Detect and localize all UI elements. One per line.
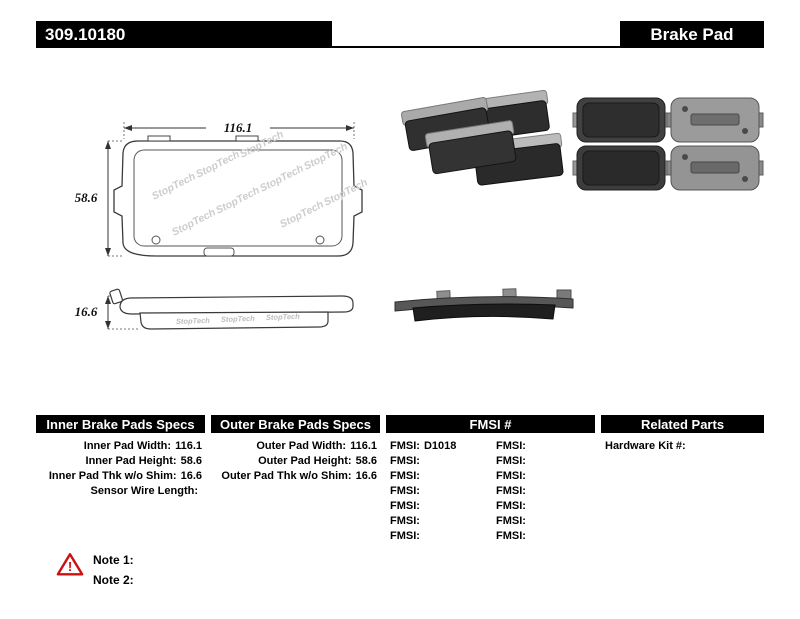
spec-value: 16.6 xyxy=(355,470,377,482)
spec-row: Inner Pad Thk w/o Shim:16.6 xyxy=(36,469,202,484)
fmsi-label: FMSI: xyxy=(496,515,526,527)
page-title: Brake Pad xyxy=(620,21,764,48)
pad-edge-drawing: StopTech StopTech StopTech xyxy=(109,288,354,330)
spec-label: Inner Pad Width: xyxy=(83,440,172,452)
width-dimension: 116.1 xyxy=(123,120,355,139)
fmsi-label: FMSI: xyxy=(496,470,526,482)
spec-row: Inner Pad Height:58.6 xyxy=(36,454,202,469)
inner-specs-header: Inner Brake Pads Specs xyxy=(36,415,205,433)
fmsi-row: FMSI: xyxy=(496,499,530,514)
brake-pad-technical-drawing: 116.1 58.6 StopTech StopTech StopTech St… xyxy=(75,120,370,330)
spec-label: Inner Pad Thk w/o Shim: xyxy=(48,470,177,482)
part-number: 309.10180 xyxy=(36,21,332,48)
spec-row: Outer Pad Width:116.1 xyxy=(211,439,377,454)
spec-value: 116.1 xyxy=(350,440,377,452)
fmsi-row: FMSI: xyxy=(390,529,456,544)
inner-specs-list: Inner Pad Width:116.1 Inner Pad Height:5… xyxy=(36,439,202,499)
outer-specs-header: Outer Brake Pads Specs xyxy=(211,415,380,433)
fmsi-label: FMSI: xyxy=(496,500,526,512)
fmsi-label: FMSI: xyxy=(390,440,420,452)
fmsi-row: FMSI: xyxy=(390,499,456,514)
fmsi-row: FMSI: xyxy=(496,514,530,529)
spec-row: Sensor Wire Length: xyxy=(36,484,202,499)
spec-row: Outer Pad Thk w/o Shim:16.6 xyxy=(211,469,377,484)
spec-row: Outer Pad Height:58.6 xyxy=(211,454,377,469)
warning-exclamation: ! xyxy=(68,559,72,574)
fmsi-list-1: FMSI:D1018 FMSI: FMSI: FMSI: FMSI: FMSI:… xyxy=(390,439,456,544)
photo-pads-face xyxy=(572,97,764,191)
stoptech-watermark: StopTech xyxy=(176,316,211,326)
fmsi-list-2: FMSI: FMSI: FMSI: FMSI: FMSI: FMSI: FMSI… xyxy=(496,439,530,544)
related-label: Hardware Kit #: xyxy=(605,440,686,452)
fmsi-label: FMSI: xyxy=(390,470,420,482)
stoptech-watermark: StopTech xyxy=(221,314,256,324)
fmsi-label: FMSI: xyxy=(390,455,420,467)
note-2-label: Note 2: xyxy=(93,573,134,587)
fmsi-row: FMSI: xyxy=(496,529,530,544)
pad-face-drawing: StopTech StopTech StopTech StopTech Stop… xyxy=(113,128,370,257)
fmsi-label: FMSI: xyxy=(390,485,420,497)
fmsi-row: FMSI: xyxy=(496,469,530,484)
fmsi-row: FMSI: xyxy=(390,454,456,469)
fmsi-label: FMSI: xyxy=(496,440,526,452)
fmsi-label: FMSI: xyxy=(496,455,526,467)
note-1-label: Note 1: xyxy=(93,553,134,567)
spec-label: Sensor Wire Length: xyxy=(90,485,198,497)
spec-label: Outer Pad Height: xyxy=(258,455,352,467)
height-dimension: 58.6 xyxy=(75,140,122,257)
photo-pad-edge xyxy=(394,288,574,322)
related-parts-list: Hardware Kit #: xyxy=(605,439,690,454)
fmsi-value: D1018 xyxy=(423,440,457,452)
fmsi-row: FMSI: xyxy=(496,484,530,499)
fmsi-label: FMSI: xyxy=(496,485,526,497)
thickness-dim-label: 16.6 xyxy=(75,304,98,319)
spec-value: 116.1 xyxy=(175,440,202,452)
spec-label: Outer Pad Width: xyxy=(256,440,347,452)
fmsi-row: FMSI: xyxy=(390,484,456,499)
spec-label: Inner Pad Height: xyxy=(85,455,177,467)
fmsi-row: FMSI: xyxy=(390,469,456,484)
fmsi-label: FMSI: xyxy=(390,515,420,527)
spec-value: 16.6 xyxy=(180,470,202,482)
fmsi-row: FMSI: xyxy=(496,439,530,454)
header-rule xyxy=(36,46,764,48)
fmsi-label: FMSI: xyxy=(496,530,526,542)
fmsi-label: FMSI: xyxy=(390,500,420,512)
product-photos xyxy=(394,89,764,322)
height-dim-label: 58.6 xyxy=(75,190,98,205)
spec-value: 58.6 xyxy=(355,455,377,467)
stoptech-watermark: StopTech xyxy=(266,312,301,322)
spec-label: Outer Pad Thk w/o Shim: xyxy=(221,470,352,482)
outer-specs-list: Outer Pad Width:116.1 Outer Pad Height:5… xyxy=(211,439,377,484)
warning-triangle-icon: ! xyxy=(56,553,84,576)
fmsi-label: FMSI: xyxy=(390,530,420,542)
width-dim-label: 116.1 xyxy=(224,120,253,135)
related-row: Hardware Kit #: xyxy=(605,439,690,454)
spec-row: Inner Pad Width:116.1 xyxy=(36,439,202,454)
fmsi-header: FMSI # xyxy=(386,415,595,433)
related-parts-header: Related Parts xyxy=(601,415,764,433)
fmsi-row: FMSI: xyxy=(496,454,530,469)
fmsi-row: FMSI: xyxy=(390,514,456,529)
spec-value: 58.6 xyxy=(180,455,202,467)
fmsi-row: FMSI:D1018 xyxy=(390,439,456,454)
photo-pads-angled xyxy=(400,89,564,186)
